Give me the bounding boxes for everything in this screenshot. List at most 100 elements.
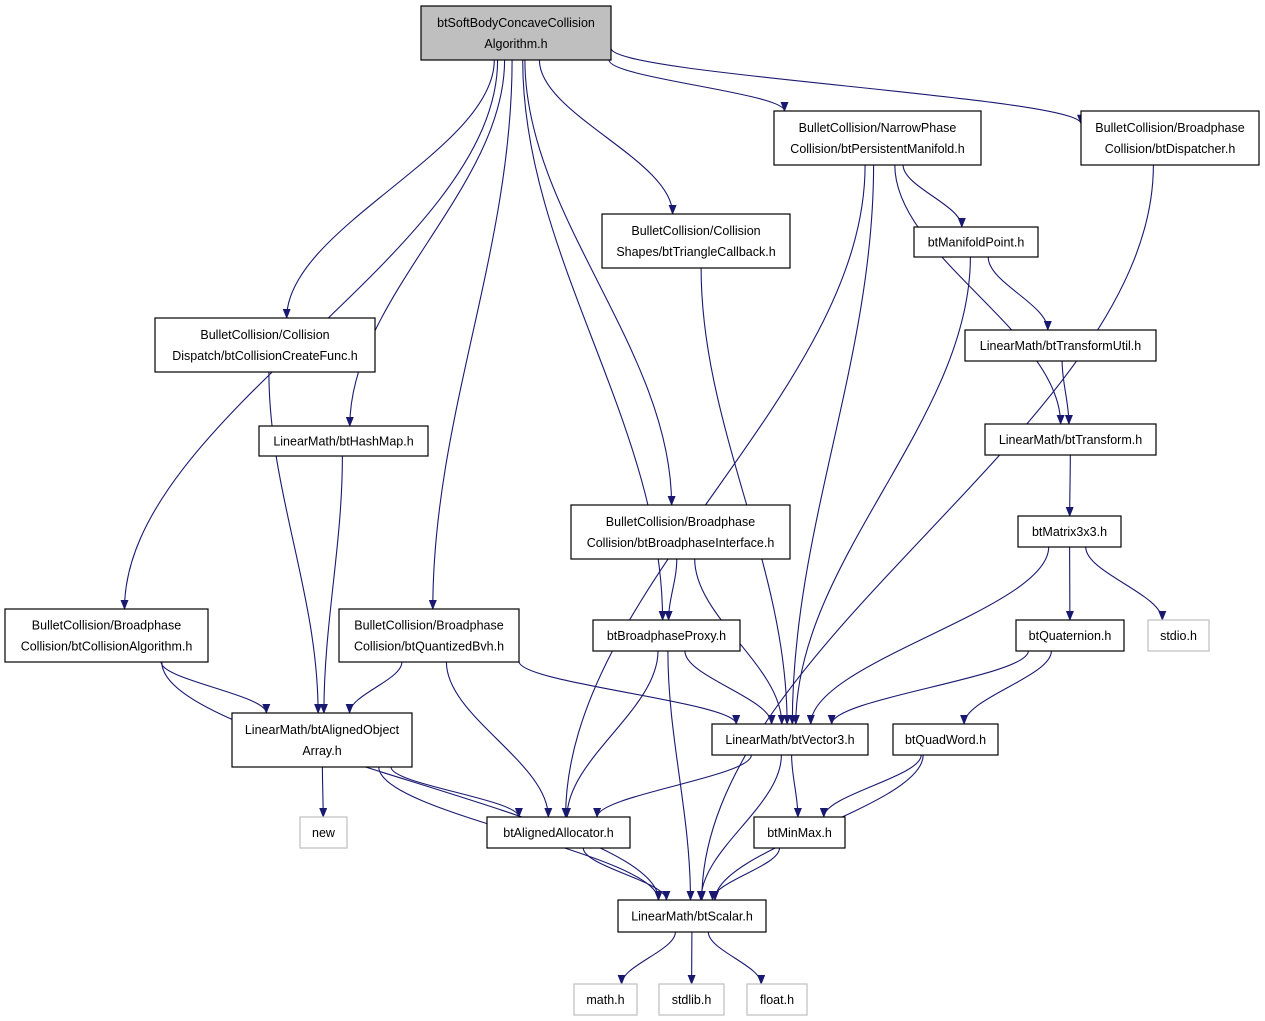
node-aa[interactable]: btAlignedAllocator.h bbox=[486, 816, 631, 849]
node-label: stdio.h bbox=[1160, 629, 1197, 643]
node-box bbox=[1147, 619, 1210, 652]
node-label: Dispatch/btCollisionCreateFunc.h bbox=[172, 349, 358, 363]
node-bcalg[interactable]: BulletCollision/BroadphaseCollision/btCo… bbox=[4, 608, 209, 663]
node-label: Collision/btCollisionAlgorithm.h bbox=[21, 640, 193, 654]
node-pm[interactable]: BulletCollision/NarrowPhaseCollision/btP… bbox=[773, 110, 982, 166]
edge-bcalg-to-aoa bbox=[160, 661, 271, 714]
edge-aoa-to-new bbox=[319, 766, 328, 818]
node-label: BulletCollision/Broadphase bbox=[606, 515, 755, 529]
edge-root-to-disp bbox=[610, 48, 1085, 125]
node-tr[interactable]: LinearMath/btTransform.h bbox=[984, 423, 1157, 456]
edge-root-to-bpi bbox=[524, 59, 676, 506]
node-qbvh[interactable]: BulletCollision/BroadphaseCollision/btQu… bbox=[338, 608, 520, 663]
node-label: stdlib.h bbox=[672, 993, 712, 1007]
edge-ccf-to-aoa bbox=[268, 371, 323, 714]
node-box bbox=[4, 608, 209, 663]
node-label: LinearMath/btAlignedObject bbox=[245, 723, 400, 737]
node-label: LinearMath/btHashMap.h bbox=[273, 435, 413, 449]
edge-aa-to-scalar bbox=[582, 847, 671, 901]
node-box bbox=[746, 983, 808, 1016]
node-box bbox=[753, 816, 846, 849]
edge-scalar-to-math bbox=[617, 931, 676, 985]
node-box bbox=[984, 423, 1157, 456]
edge-aoa-to-aa bbox=[390, 766, 523, 818]
edges-layer bbox=[120, 48, 1167, 985]
edge-mp-to-tu bbox=[987, 256, 1052, 331]
edge-m33-to-stdio bbox=[1085, 546, 1167, 621]
edge-hashmap-to-aoa bbox=[319, 455, 343, 714]
edge-vec3-to-scalar bbox=[696, 754, 782, 901]
node-vec3[interactable]: LinearMath/btVector3.h bbox=[711, 723, 869, 756]
node-new: new bbox=[299, 816, 348, 849]
edge-root-to-tricb bbox=[538, 59, 677, 215]
edge-tricb-to-vec3 bbox=[700, 267, 792, 725]
node-label: LinearMath/btVector3.h bbox=[725, 733, 854, 747]
node-label: new bbox=[312, 826, 336, 840]
node-label: Collision/btDispatcher.h bbox=[1105, 142, 1236, 156]
edge-qbvh-to-vec3 bbox=[518, 661, 741, 725]
node-m33[interactable]: btMatrix3x3.h bbox=[1017, 515, 1122, 548]
node-box bbox=[154, 317, 376, 373]
node-box bbox=[1015, 619, 1125, 652]
edge-vec3-to-minmax bbox=[791, 754, 802, 818]
node-box bbox=[258, 425, 429, 457]
node-label: BulletCollision/Broadphase bbox=[354, 619, 503, 633]
node-quat[interactable]: btQuaternion.h bbox=[1015, 619, 1125, 652]
node-bpi[interactable]: BulletCollision/BroadphaseCollision/btBr… bbox=[570, 504, 791, 560]
node-box bbox=[420, 5, 612, 61]
edge-vec3-to-aa bbox=[593, 754, 752, 818]
edge-pm-to-tr bbox=[894, 164, 1065, 425]
edge-root-to-qbvh bbox=[428, 59, 513, 610]
edge-quat-to-qw bbox=[960, 650, 1052, 725]
node-tu[interactable]: LinearMath/btTransformUtil.h bbox=[964, 329, 1157, 362]
node-label: Array.h bbox=[302, 744, 341, 758]
node-box bbox=[913, 226, 1039, 258]
edge-root-to-ccf bbox=[282, 59, 495, 319]
edge-tr-to-m33 bbox=[1065, 454, 1074, 517]
node-box bbox=[299, 816, 348, 849]
node-math: math.h bbox=[573, 983, 638, 1016]
edge-tu-to-tr bbox=[1061, 360, 1073, 425]
edge-pm-to-aa bbox=[561, 164, 866, 818]
node-label: Shapes/btTriangleCallback.h bbox=[616, 245, 775, 259]
node-label: LinearMath/btScalar.h bbox=[631, 910, 753, 924]
node-scalar[interactable]: LinearMath/btScalar.h bbox=[617, 899, 767, 933]
node-mp[interactable]: btManifoldPoint.h bbox=[913, 226, 1039, 258]
edge-pm-to-mp bbox=[902, 164, 966, 228]
node-box bbox=[570, 504, 791, 560]
node-ccf[interactable]: BulletCollision/CollisionDispatch/btColl… bbox=[154, 317, 376, 373]
node-box bbox=[231, 712, 413, 768]
node-label: btBroadphaseProxy.h bbox=[607, 629, 726, 643]
node-hashmap[interactable]: LinearMath/btHashMap.h bbox=[258, 425, 429, 457]
node-box bbox=[486, 816, 631, 849]
node-label: BulletCollision/NarrowPhase bbox=[799, 121, 957, 135]
node-tricb[interactable]: BulletCollision/CollisionShapes/btTriang… bbox=[601, 213, 791, 269]
node-box bbox=[338, 608, 520, 663]
node-label: btSoftBodyConcaveCollision bbox=[437, 16, 595, 30]
node-box bbox=[658, 983, 725, 1016]
node-label: BulletCollision/Broadphase bbox=[32, 619, 181, 633]
nodes-layer: btSoftBodyConcaveCollisionAlgorithm.hBul… bbox=[4, 5, 1260, 1016]
node-label: btMinMax.h bbox=[767, 826, 832, 840]
node-bpp[interactable]: btBroadphaseProxy.h bbox=[592, 619, 741, 652]
edge-quat-to-vec3 bbox=[827, 650, 1029, 725]
node-box bbox=[1080, 110, 1260, 166]
node-stdio: stdio.h bbox=[1147, 619, 1210, 652]
edge-mp-to-vec3 bbox=[791, 256, 971, 725]
edge-qbvh-to-aa bbox=[445, 661, 553, 818]
edge-qbvh-to-aoa bbox=[345, 661, 403, 714]
node-disp[interactable]: BulletCollision/BroadphaseCollision/btDi… bbox=[1080, 110, 1260, 166]
node-label: LinearMath/btTransformUtil.h bbox=[980, 339, 1141, 353]
node-qw[interactable]: btQuadWord.h bbox=[892, 723, 999, 756]
node-box bbox=[711, 723, 869, 756]
edge-m33-to-vec3 bbox=[806, 546, 1050, 725]
node-minmax[interactable]: btMinMax.h bbox=[753, 816, 846, 849]
node-box bbox=[1017, 515, 1122, 548]
node-label: btMatrix3x3.h bbox=[1032, 525, 1107, 539]
edge-bpp-to-aa bbox=[563, 650, 659, 818]
node-box bbox=[964, 329, 1157, 362]
node-label: float.h bbox=[760, 993, 794, 1007]
